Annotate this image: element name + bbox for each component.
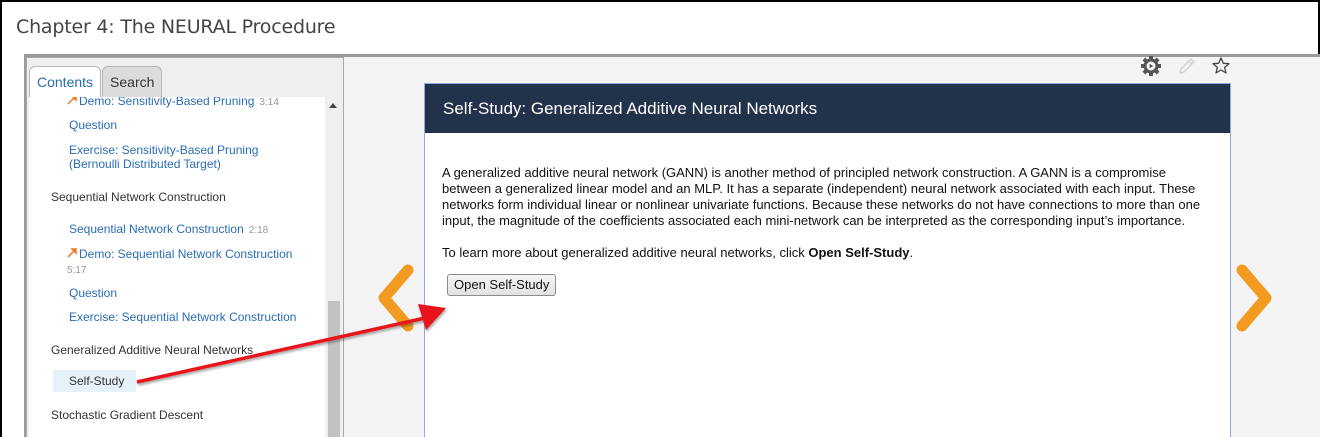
chevron-right-icon[interactable] <box>1232 262 1276 334</box>
edit-pencil-icon[interactable] <box>1176 55 1198 77</box>
page-title: Chapter 4: The NEURAL Procedure <box>16 16 336 38</box>
table-of-contents: Demo: Sensitivity-Based Pruning 3:14 Ques… <box>29 97 325 437</box>
scrollbar-thumb[interactable] <box>328 301 340 437</box>
bookmark-star-icon[interactable] <box>1210 55 1232 77</box>
instruction-suffix: . <box>909 245 914 260</box>
scroll-up-arrow-icon[interactable] <box>329 103 337 108</box>
instruction-paragraph: To learn more about generalized additive… <box>442 245 1214 261</box>
demo-icon <box>67 248 77 258</box>
card-title: Self-Study: Generalized Additive Neural … <box>425 84 1230 133</box>
toc-heading-stochastic-gradient-descent[interactable]: Stochastic Gradient Descent <box>51 408 204 422</box>
toc-scrollbar[interactable] <box>325 97 341 437</box>
instruction-bold-text: Open Self-Study <box>808 245 910 260</box>
sidebar-tabs: Contents Search <box>29 66 163 98</box>
toc-heading-generalized-additive-neural-networks[interactable]: Generalized Additive Neural Networks <box>51 343 254 357</box>
open-self-study-button[interactable]: Open Self-Study <box>447 274 557 296</box>
toc-item-question-1[interactable]: Question <box>69 118 118 132</box>
toc-item-question-2[interactable]: Question <box>69 286 118 300</box>
duration: 2:18 <box>248 225 269 236</box>
duration: 3:14 <box>259 97 279 108</box>
instruction-text: To learn more about generalized additive… <box>442 245 809 260</box>
tab-contents[interactable]: Contents <box>29 66 102 98</box>
description-paragraph: A generalized additive neural network (G… <box>442 165 1201 228</box>
chevron-left-icon[interactable] <box>374 262 418 334</box>
settings-gear-icon[interactable] <box>1140 55 1162 77</box>
toc-item-label-line2: (Bernoulli Distributed Target) <box>69 157 221 171</box>
toc-item-sequential-network-construction[interactable]: Sequential Network Construction 2:18 <box>69 222 268 238</box>
toc-item-label: Sequential Network Construction <box>69 222 244 236</box>
toc-item-label: Demo: Sequential Network Construction <box>79 247 293 261</box>
duration: 5:17 <box>67 265 87 276</box>
toc-item-demo-sensitivity-pruning[interactable]: Demo: Sensitivity-Based Pruning 3:14 <box>67 97 279 110</box>
demo-icon <box>67 97 77 105</box>
toc-heading-sequential-network-construction[interactable]: Sequential Network Construction <box>51 190 226 204</box>
tab-search[interactable]: Search <box>102 66 163 97</box>
content-card: Self-Study: Generalized Additive Neural … <box>424 83 1231 437</box>
toc-item-exercise-sequential-network-construction[interactable]: Exercise: Sequential Network Constructio… <box>69 310 297 324</box>
toc-item-label: Exercise: Sensitivity-Based Pruning <box>69 143 259 157</box>
card-body: A generalized additive neural network (G… <box>425 133 1230 296</box>
toc-item-label: Demo: Sensitivity-Based Pruning <box>79 97 255 108</box>
sidebar: Contents Search Demo: Sensitivity-Based … <box>26 57 344 437</box>
toc-item-demo-sequential-network-construction[interactable]: Demo: Sequential Network Construction 5:1… <box>67 247 292 278</box>
toc-item-self-study-selected[interactable]: Self-Study <box>53 370 136 392</box>
toc-item-exercise-sensitivity-pruning[interactable]: Exercise: Sensitivity-Based Pruning (Ber… <box>69 143 258 171</box>
